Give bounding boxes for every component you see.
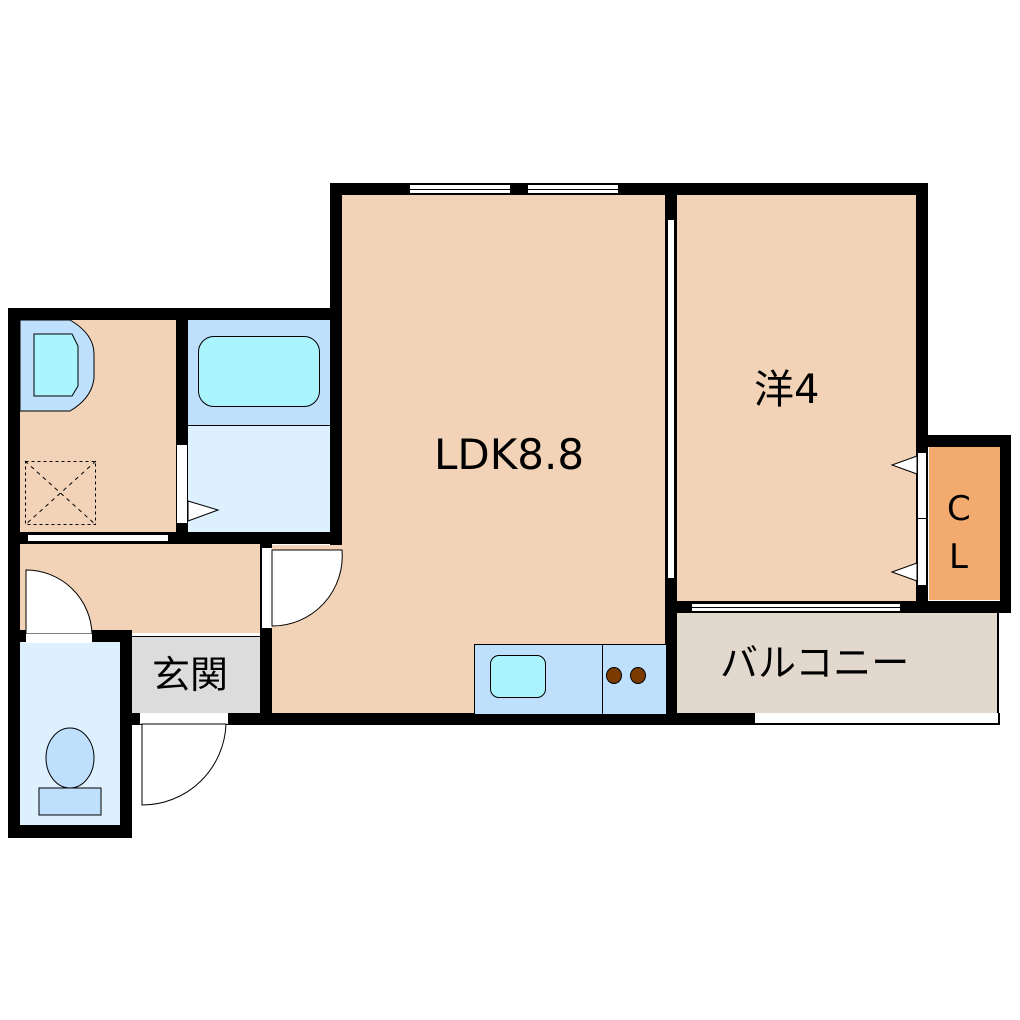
wall-closet-right [1000,435,1011,613]
sliding-door-ldk-western[interactable] [667,220,675,578]
balcony-rail [755,713,1000,725]
closet-door-arrow-icon [890,562,918,582]
stove-burner-icon [606,667,622,684]
wall-toilet-bottom [8,825,132,838]
window-ldk-right[interactable] [528,184,618,194]
western-room-label: 洋4 [754,367,820,413]
wall-closet-top [916,435,1011,447]
entrance [132,636,260,713]
wall-left-outer [8,308,20,638]
closet [929,447,1001,600]
wall-toilet-left [8,630,20,838]
western-room [677,193,917,603]
sliding-door-washroom[interactable] [28,534,168,542]
wall-bottom [132,713,755,725]
toilet-door-swing-icon[interactable] [20,568,100,643]
washing-machine-space-icon [24,460,97,526]
closet-door-arrow-icon [890,455,918,475]
washbasin-icon [19,319,95,412]
wall-top-wash [8,308,342,320]
entrance-label: 玄関 [152,653,229,697]
wall-left-ldk [330,183,342,545]
kitchen-divider [602,644,603,714]
closet-label-c: C [947,489,971,529]
balcony-label: バルコニー [720,641,910,685]
closet-label-l: L [949,537,968,577]
stove-burner-icon [630,667,646,684]
window-western-balcony[interactable] [692,603,900,612]
closet-door[interactable] [917,453,927,585]
kitchen-sink [490,655,546,698]
wall-toilet-right [120,630,132,838]
bathroom-door[interactable] [177,445,187,523]
entrance-door-swing-icon[interactable] [138,713,233,808]
bathroom-door-arrow-icon [187,500,220,522]
bathtub [198,336,320,407]
hall-ldk-door-swing-icon[interactable] [260,548,345,633]
ldk-room [340,193,666,713]
window-ldk-left[interactable] [410,184,510,194]
ldk-label: LDK8.8 [434,430,585,479]
toilet-icon [38,727,102,816]
balcony [677,613,999,713]
